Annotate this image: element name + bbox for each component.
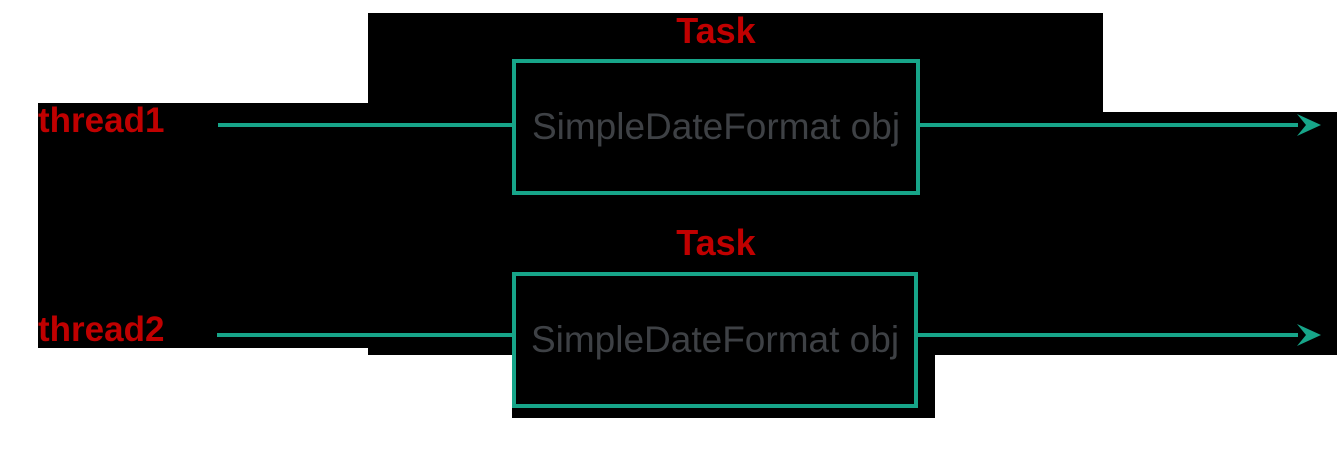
task-label-2: Task (676, 222, 756, 263)
simpledateformat-box-1: SimpleDateFormat obj (512, 59, 920, 195)
task-label-1: Task (676, 10, 756, 51)
background-block-top (368, 13, 1103, 355)
arrow-line-2-left (217, 333, 514, 337)
arrow-line-1-right (918, 123, 1298, 127)
thread-label-2: thread2 (38, 310, 165, 349)
arrow-line-1-left (218, 123, 514, 127)
simpledateformat-box-text: SimpleDateFormat obj (531, 106, 901, 147)
arrow-right-icon (1297, 324, 1321, 346)
thread-label-1: thread1 (38, 101, 165, 140)
background-block-right (1103, 112, 1337, 355)
simpledateformat-box-text: SimpleDateFormat obj (530, 319, 900, 360)
arrow-line-2-right (916, 333, 1298, 337)
background-block-left (38, 103, 368, 348)
simpledateformat-box-2: SimpleDateFormat obj (512, 272, 918, 408)
arrow-right-icon (1297, 114, 1321, 136)
